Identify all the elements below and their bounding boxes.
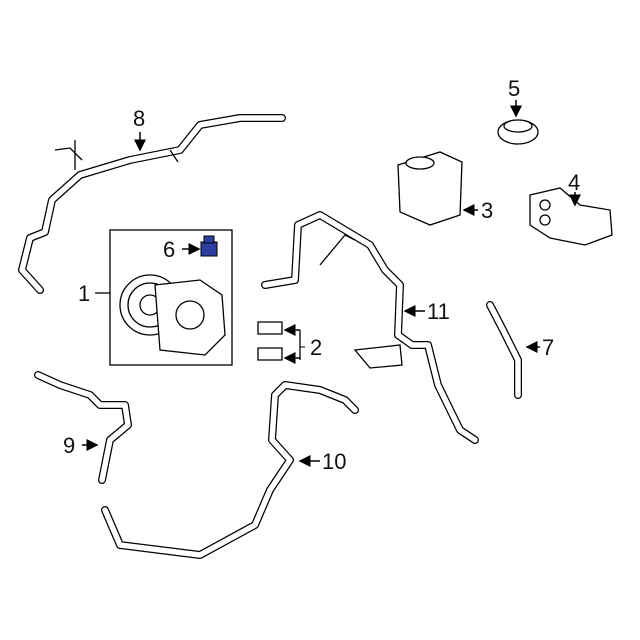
part-10-cooler-line: 10 xyxy=(101,381,359,559)
part-1-power-steering-pump: 1 xyxy=(78,229,233,366)
callout-8: 8 xyxy=(133,106,145,131)
part-5-reservoir-cap: 5 xyxy=(497,76,539,145)
callout-5: 5 xyxy=(508,76,520,101)
callout-11: 11 xyxy=(427,299,450,324)
part-2-bolts: 2 xyxy=(257,321,322,364)
callout-10: 10 xyxy=(322,449,346,474)
callout-1: 1 xyxy=(78,281,90,306)
callout-3: 3 xyxy=(481,198,493,223)
callout-4: 4 xyxy=(568,170,580,195)
part-8-pressure-hose xyxy=(18,114,286,294)
callout-6: 6 xyxy=(163,237,175,262)
callout-7: 7 xyxy=(542,335,554,360)
callout-8-group: 8 xyxy=(133,106,146,152)
part-3-reservoir: 3 xyxy=(397,151,493,226)
part-7-hose: 7 xyxy=(486,301,554,399)
part-9-hose: 9 xyxy=(34,371,132,484)
callout-2: 2 xyxy=(310,335,322,360)
part-4-bracket: 4 xyxy=(529,170,613,246)
part-11-return-hose: 11 xyxy=(261,211,479,444)
part-6-pressure-switch: 6 xyxy=(163,235,218,262)
callout-9: 9 xyxy=(63,433,75,458)
